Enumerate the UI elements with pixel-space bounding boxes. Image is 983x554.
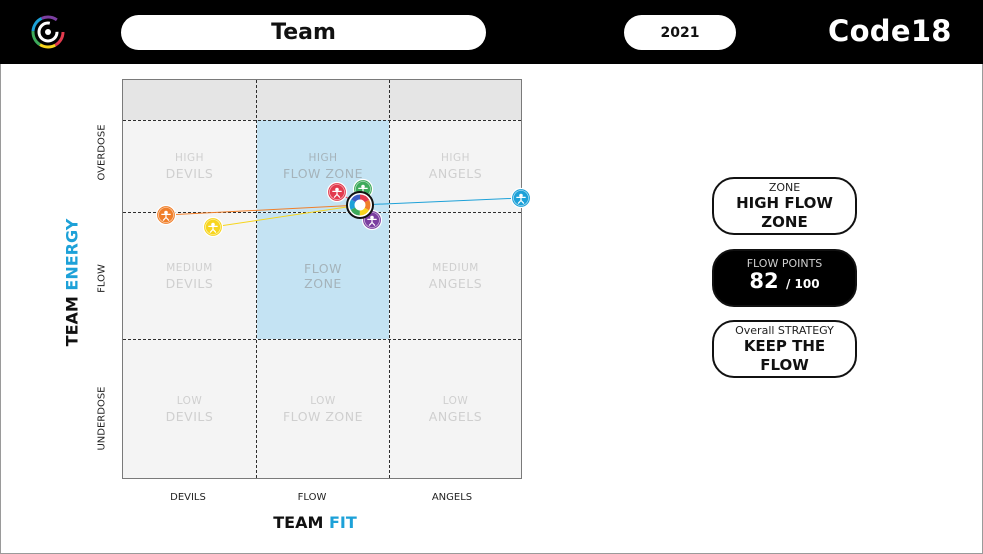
cell-label-line1: HIGH <box>440 152 471 164</box>
team-color-wheel-icon[interactable] <box>346 191 374 219</box>
strategy-panel: Overall STRATEGY KEEP THE FLOW <box>712 320 857 378</box>
flow-points-value: 82 <box>749 269 779 293</box>
matrix-top-band <box>123 80 521 120</box>
x-tick-angels: ANGELS <box>431 492 473 503</box>
cell-low-devils: LOW DEVILS <box>123 340 256 478</box>
header-bar: Team 2021 Code18 <box>0 0 983 64</box>
year-selector[interactable]: 2021 <box>624 15 736 50</box>
cell-label-line1: LOW <box>310 395 336 407</box>
cell-label-line1: LOW <box>442 395 469 407</box>
x-tick-devils: DEVILS <box>170 492 206 503</box>
person-icon[interactable] <box>202 216 224 238</box>
code18-logo-icon[interactable] <box>30 14 66 50</box>
cell-flow-zone: FLOW ZONE <box>257 213 389 339</box>
person-icon[interactable] <box>510 187 532 209</box>
cell-label-line1: HIGH <box>308 152 338 164</box>
cell-label-line2: ANGELS <box>428 166 483 181</box>
strategy-label: Overall STRATEGY <box>735 324 834 337</box>
cell-label-line2: DEVILS <box>165 409 214 424</box>
cell-medium-devils: MEDIUM DEVILS <box>123 213 256 339</box>
flow-points-max: / 100 <box>785 277 820 291</box>
zone-label: ZONE <box>768 181 801 194</box>
cell-label-line2: DEVILS <box>165 276 214 291</box>
zone-panel: ZONE HIGH FLOW ZONE <box>712 177 857 235</box>
flow-points-label: FLOW POINTS <box>746 257 823 270</box>
cell-low-angels: LOW ANGELS <box>390 340 521 478</box>
page-title[interactable]: Team <box>121 15 486 50</box>
cell-label-line1: FLOW <box>304 261 342 276</box>
cell-label-line2: ANGELS <box>428 409 483 424</box>
cell-high-angels: HIGH ANGELS <box>390 120 521 212</box>
cell-high-devils: HIGH DEVILS <box>123 120 256 212</box>
grid-divider <box>123 339 521 340</box>
person-icon[interactable] <box>155 204 177 226</box>
flow-points-panel: FLOW POINTS 82 / 100 <box>712 249 857 307</box>
cell-medium-angels: MEDIUM ANGELS <box>390 213 521 339</box>
cell-label-line2: ANGELS <box>428 276 483 291</box>
x-axis-title-part2: FIT <box>328 513 357 532</box>
member-link-orange <box>165 204 361 216</box>
cell-label-line2: ZONE <box>304 276 342 291</box>
member-link-blue <box>359 197 522 206</box>
strategy-value: KEEP THE FLOW <box>743 337 826 374</box>
x-axis-title-part1: TEAM <box>273 513 324 532</box>
grid-divider <box>389 80 390 478</box>
team-matrix: HIGH DEVILS HIGH FLOW ZONE HIGH ANGELS M… <box>122 79 522 479</box>
x-tick-flow: FLOW <box>297 492 327 503</box>
cell-label-line2: DEVILS <box>165 166 214 181</box>
cell-low-flow-zone: LOW FLOW ZONE <box>257 340 389 478</box>
zone-value: HIGH FLOW ZONE <box>736 194 833 231</box>
grid-divider <box>123 120 521 121</box>
cell-label-line1: HIGH <box>174 152 205 164</box>
cell-label-line2: FLOW ZONE <box>282 409 364 424</box>
cell-label-line1: LOW <box>176 395 203 407</box>
grid-divider <box>123 212 521 213</box>
cell-label-line1: MEDIUM <box>432 262 479 274</box>
x-axis-title: TEAM FIT <box>250 513 380 532</box>
cell-label-line2: FLOW ZONE <box>282 166 364 181</box>
brand-name: Code18 <box>828 14 952 48</box>
member-link-yellow <box>212 204 361 228</box>
cell-label-line1: MEDIUM <box>166 262 213 274</box>
person-icon[interactable] <box>326 181 348 203</box>
grid-divider <box>256 80 257 478</box>
